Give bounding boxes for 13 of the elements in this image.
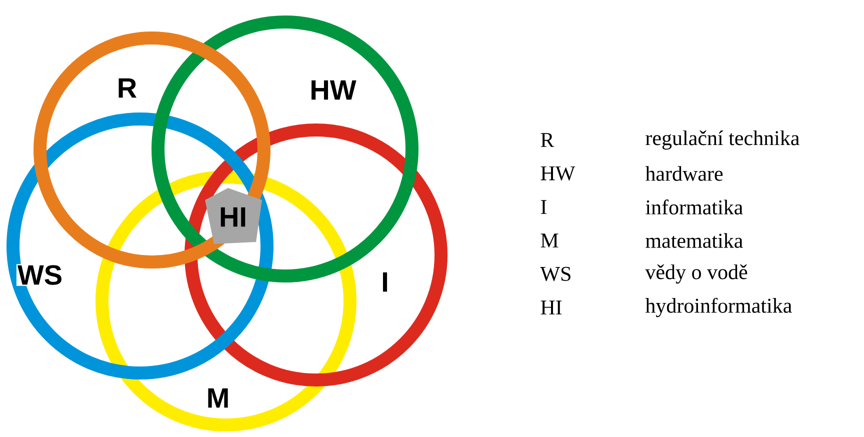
- legend-description: matematika: [646, 233, 743, 248]
- legend-description: informatika: [646, 200, 743, 214]
- legend-abbreviation: HI: [540, 300, 562, 314]
- center-region: HI: [205, 188, 262, 244]
- legend-description: hydroinformatika: [645, 298, 792, 318]
- legend-description: vědy o vodě: [645, 264, 748, 284]
- legend-abbreviation: R: [540, 133, 554, 147]
- legend-description: regulační technika: [646, 130, 800, 150]
- legend-description: hardware: [645, 166, 723, 181]
- legend-abbreviation: M: [540, 234, 558, 248]
- legend-abbreviation: I: [540, 200, 546, 214]
- legend-abbreviation: WS: [540, 266, 570, 282]
- legend-abbreviation: HW: [540, 166, 576, 181]
